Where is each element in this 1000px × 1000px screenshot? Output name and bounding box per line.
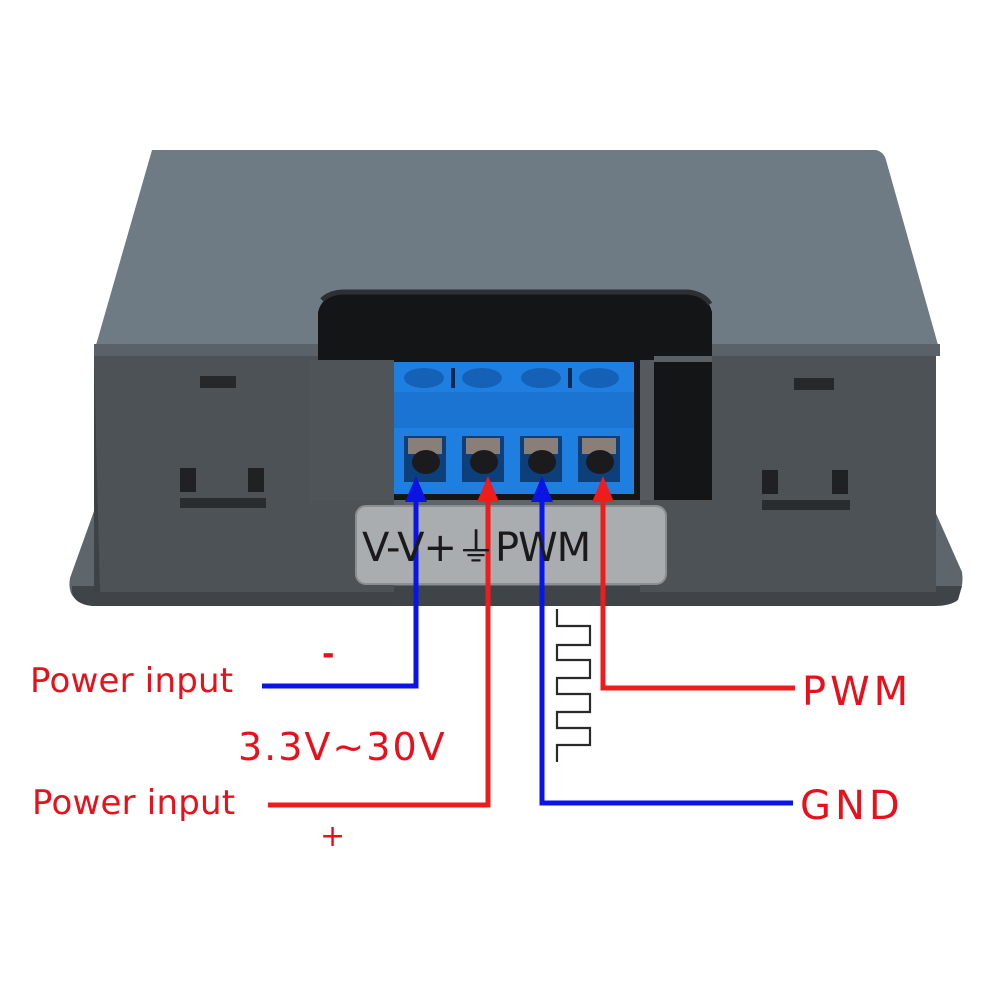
pin-label-plate [356, 506, 666, 584]
vent-slot-left [200, 376, 236, 388]
ground-label: GND [800, 783, 904, 829]
wire-pwm-red [592, 476, 795, 691]
pin-silkscreen-label: V-V+⏚PWM [362, 525, 591, 571]
negative-sign: - [322, 637, 335, 672]
case-top-lid [94, 150, 940, 352]
clip-slot-left [180, 498, 266, 508]
wire-ground-blue [531, 476, 793, 806]
wire-positive-red [268, 476, 499, 808]
power-input-positive-label: Power input [32, 783, 236, 823]
vent-slot-right [794, 378, 834, 390]
power-input-negative-label: Power input [30, 661, 234, 701]
positive-sign: + [320, 819, 346, 854]
case-opening [318, 294, 712, 358]
screw-terminal-block [394, 362, 634, 494]
wire-negative-blue [262, 476, 427, 689]
square-wave-icon [555, 609, 592, 762]
voltage-range-label: 3.3V~30V [238, 725, 447, 769]
clip-slot-right [762, 500, 850, 510]
pwm-output-label: PWM [802, 669, 913, 715]
